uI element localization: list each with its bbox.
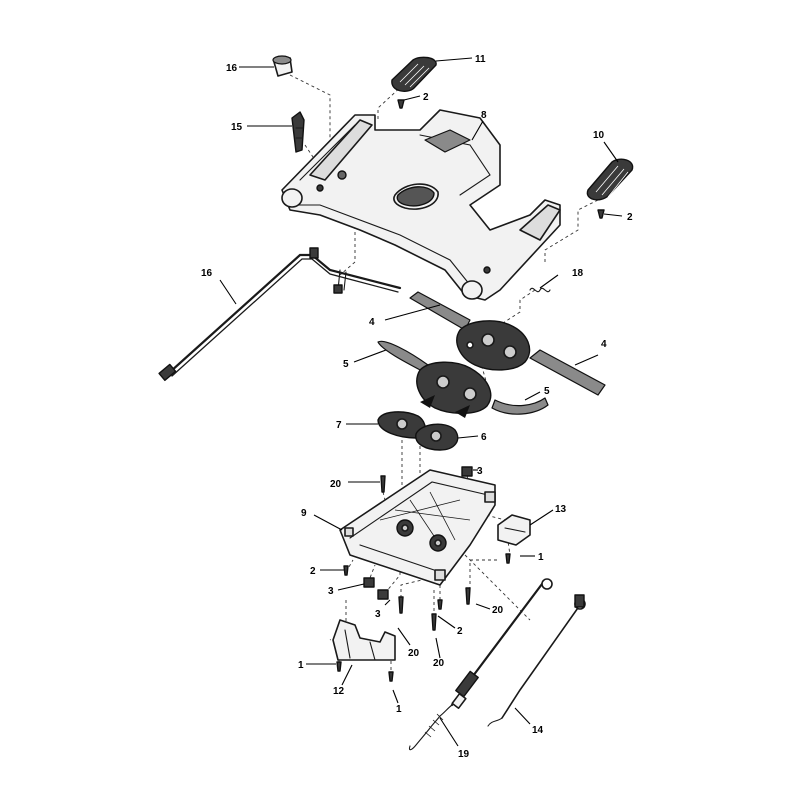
callout-15: 15 (231, 122, 243, 133)
callout-2: 2 (310, 566, 316, 577)
callout-2: 2 (423, 92, 429, 103)
part-16-rod (158, 247, 402, 382)
callout-5: 5 (544, 386, 550, 397)
direction-arrow (420, 395, 435, 408)
callout-20: 20 (330, 479, 342, 490)
part-11-grip-pad (391, 56, 437, 92)
callout-8: 8 (481, 110, 487, 121)
callout-2: 2 (457, 626, 463, 637)
callout-3: 3 (328, 586, 334, 597)
part-2-screw-right (597, 209, 605, 219)
callout-2: 2 (627, 212, 633, 223)
part-20-screw (380, 475, 471, 631)
callout-10: 10 (593, 130, 605, 141)
callout-1: 1 (298, 660, 304, 671)
part-5-lever-assembly (377, 340, 549, 415)
callout-18: 18 (572, 268, 584, 279)
callout-3: 3 (375, 609, 381, 620)
callout-20: 20 (408, 648, 420, 659)
callout-13: 13 (555, 504, 567, 515)
part-7-cam-plate (377, 411, 426, 439)
part-4-lever-assembly (409, 291, 606, 396)
part-2-screw-top (397, 99, 405, 109)
part-17-knob-cap (272, 55, 293, 77)
callout-9: 9 (301, 508, 307, 519)
part-18-spring (529, 287, 551, 293)
callout-19: 19 (458, 749, 470, 760)
part-1-screw-lower (336, 553, 511, 682)
callout-4: 4 (369, 317, 375, 328)
part-3-clip-top (461, 466, 473, 477)
part-10-grip-pad (586, 158, 634, 201)
callout-11: 11 (475, 54, 486, 65)
callout-1: 1 (538, 552, 544, 563)
part-9-base-plate (339, 469, 496, 586)
callout-14: 14 (532, 725, 544, 736)
callout-7: 7 (336, 420, 342, 431)
part-12-block (332, 619, 396, 661)
callout-12: 12 (333, 686, 345, 697)
callout-16: 16 (201, 268, 213, 279)
callout-20: 20 (492, 605, 504, 616)
callout-17: 16 (226, 63, 238, 74)
callout-4: 4 (601, 339, 607, 350)
part-2-screw-lower (343, 565, 443, 610)
callout-labels: 16 11 2 15 8 10 2 16 18 4 4 5 5 7 6 20 3… (201, 54, 633, 760)
part-6-cam-plate (415, 423, 459, 451)
part-3-clip-left (363, 577, 375, 588)
callout-3: 3 (477, 466, 483, 477)
callout-1: 1 (396, 704, 402, 715)
part-3-clip-lower (377, 589, 389, 600)
callout-20: 20 (433, 658, 445, 669)
callout-6: 6 (481, 432, 487, 443)
callout-5: 5 (343, 359, 349, 370)
part-14-rod (487, 594, 586, 727)
part-15-latch (291, 111, 305, 153)
direction-arrow (455, 405, 470, 418)
part-8-handle-housing (281, 109, 561, 301)
part-13-bracket (497, 514, 531, 546)
part-19-cable (408, 578, 553, 751)
leader-lines (219, 57, 623, 747)
